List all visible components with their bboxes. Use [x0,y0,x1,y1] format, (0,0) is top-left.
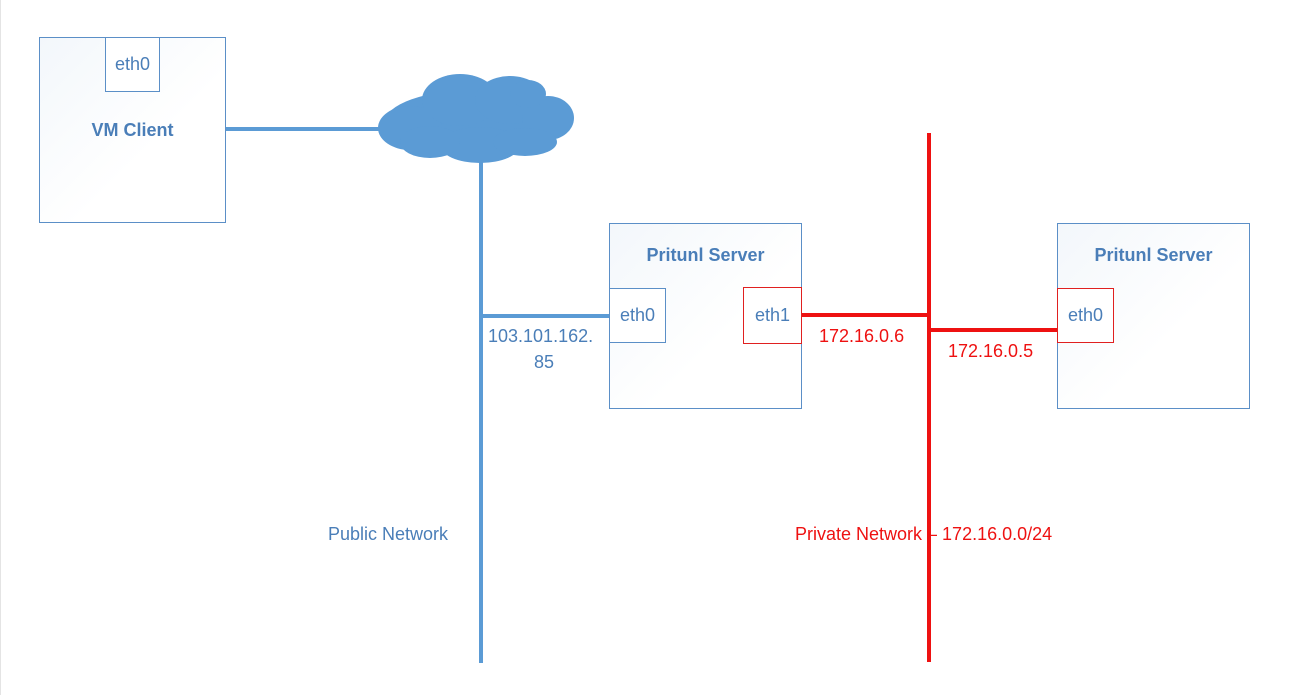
public-network-label: Public Network [328,524,449,544]
pritunl-server-a-eth1: eth1 [743,287,802,344]
pritunl-server-b-title: Pritunl Server [1094,245,1213,265]
private-network-label: Private Network – 172.16.0.0/24 [795,524,1053,544]
server-a-public-ip-line1: 103.101.162. [488,326,594,346]
pritunl-server-b-eth0: eth0 [1057,288,1114,343]
pritunl-server-a-title: Pritunl Server [646,245,765,265]
server-a-public-ip-line2: 85 [534,352,555,372]
server-a-private-ip: 172.16.0.6 [819,326,905,346]
server-b-private-ip: 172.16.0.5 [948,341,1034,361]
vm-client-eth0: eth0 [105,37,160,92]
pritunl-server-a-eth0: eth0 [609,288,666,343]
cloud-icon [378,74,574,163]
vm-client-title: VM Client [91,120,174,140]
page-edge [0,0,1,695]
